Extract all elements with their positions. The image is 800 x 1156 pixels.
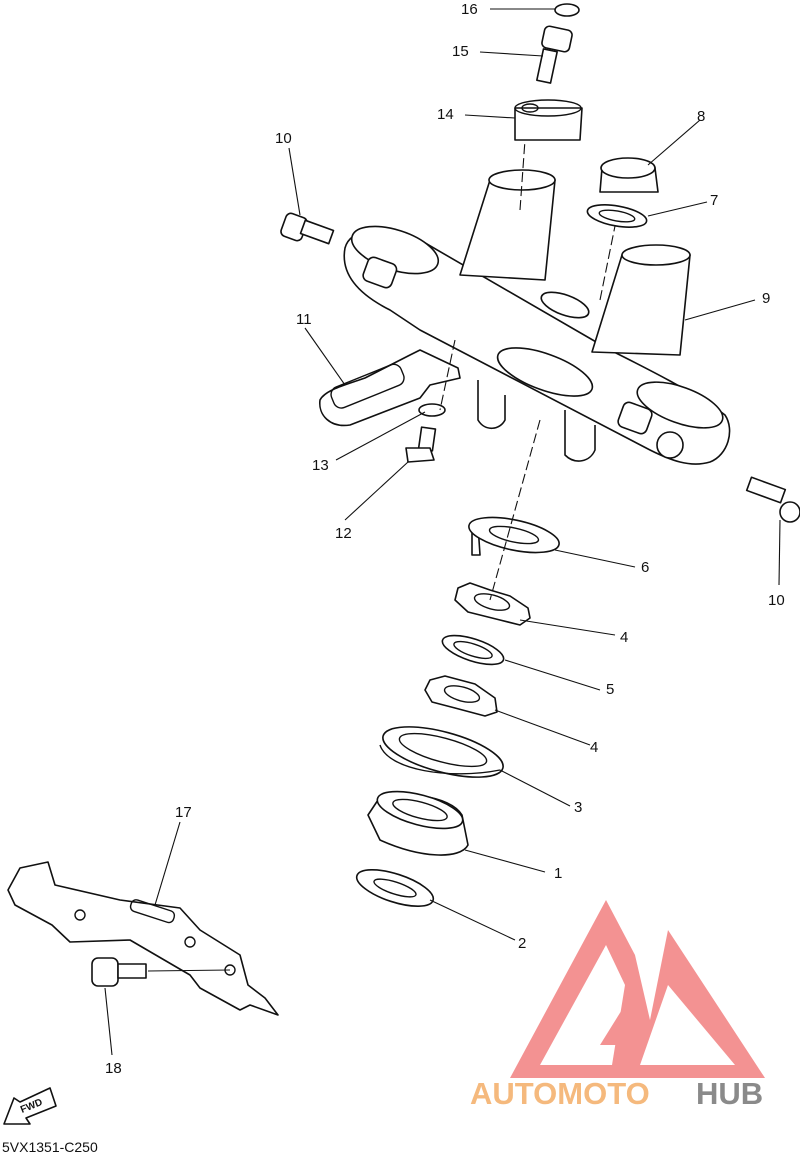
- label-part-8: 8: [697, 108, 705, 125]
- label-part-4-lower: 4: [590, 739, 598, 756]
- label-part-13: 13: [312, 457, 329, 474]
- label-part-14: 14: [437, 106, 454, 123]
- part-18-bolt: [91, 957, 147, 987]
- label-part-6: 6: [641, 559, 649, 576]
- label-part-2: 2: [518, 935, 526, 952]
- watermark-logo: [510, 900, 765, 1078]
- label-part-1: 1: [554, 865, 562, 882]
- label-part-11: 11: [296, 311, 312, 328]
- label-part-12: 12: [335, 525, 352, 542]
- part-17-stay: [7, 861, 279, 1016]
- part-5-washer: [441, 634, 505, 666]
- diagram-code: 5VX1351-C250: [2, 1139, 98, 1155]
- part-4-ring-nut-upper: [454, 582, 531, 626]
- part-10-bolt-lower: [745, 476, 800, 523]
- part-8-nut: [599, 157, 659, 193]
- label-part-10-upper: 10: [275, 130, 292, 147]
- part-3-dust-seal: [379, 726, 504, 778]
- triple-clamp: [343, 169, 731, 465]
- watermark-brand-part2: HUB: [696, 1076, 763, 1111]
- label-part-7: 7: [710, 192, 718, 209]
- part-13-washer: [418, 403, 446, 417]
- part-7-washer: [586, 204, 648, 228]
- part-2-washer: [355, 869, 435, 907]
- fwd-arrow-icon: FWD: [3, 1087, 57, 1125]
- part-16-cap: [554, 3, 580, 17]
- label-part-3: 3: [574, 799, 582, 816]
- label-part-16: 16: [461, 1, 478, 18]
- part-1-bearing: [367, 790, 469, 856]
- part-15-bolt: [536, 25, 573, 84]
- label-part-9: 9: [762, 290, 770, 307]
- part-12-bolt: [405, 426, 437, 463]
- label-part-15: 15: [452, 43, 469, 60]
- leader-lines: [104, 8, 781, 1056]
- part-14-riser-cap: [514, 99, 583, 141]
- label-part-10-lower: 10: [768, 592, 785, 609]
- label-part-17: 17: [175, 804, 192, 821]
- label-part-18: 18: [105, 1060, 122, 1077]
- label-part-4-upper: 4: [620, 629, 628, 646]
- part-10-bolt-upper: [280, 212, 335, 245]
- label-part-5: 5: [606, 681, 614, 698]
- part-4-ring-nut-lower: [424, 675, 498, 717]
- part-11-bracket: [319, 349, 461, 427]
- watermark-brand-part1: AUTOMOTO: [470, 1076, 650, 1111]
- part-6-lock-washer: [468, 516, 560, 556]
